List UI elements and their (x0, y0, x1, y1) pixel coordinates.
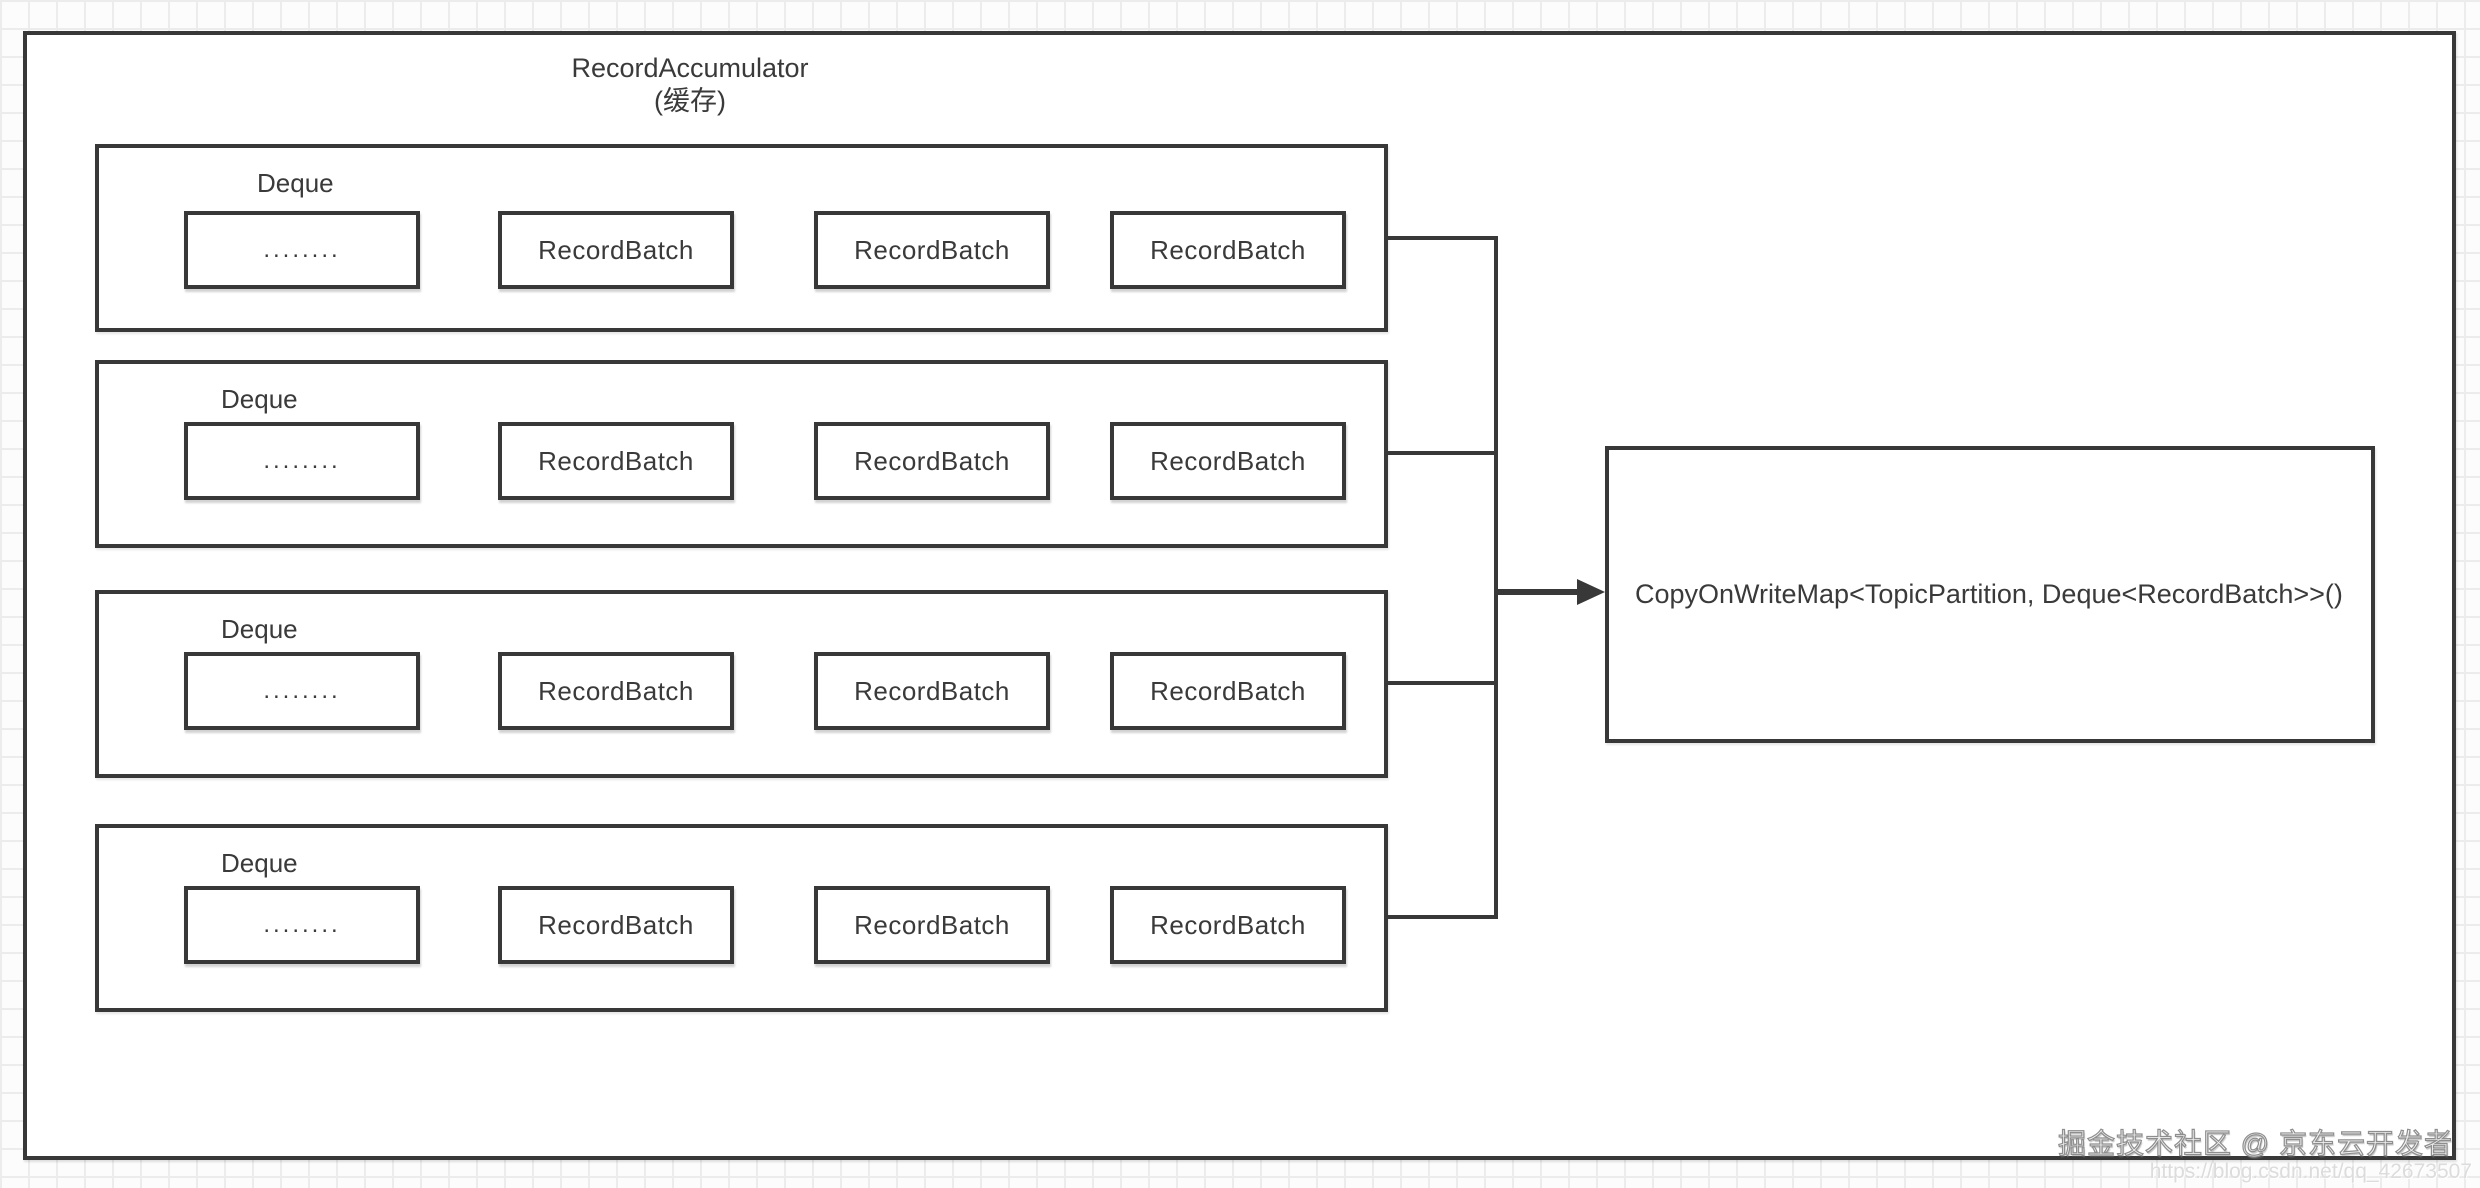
watermark-url: https://blog.csdn.net/qq_42673507 (2149, 1160, 2472, 1183)
deque-box-3: Deque ........ RecordBatch RecordBatch R… (95, 590, 1388, 778)
record-batch-box: RecordBatch (814, 422, 1050, 500)
record-batch-box: RecordBatch (814, 211, 1050, 289)
record-batch-box: RecordBatch (498, 211, 734, 289)
record-batch-box: RecordBatch (498, 652, 734, 730)
copy-on-write-map-text: CopyOnWriteMap<TopicPartition, Deque<Rec… (1635, 579, 2343, 609)
connector-deque1-to-bus (1386, 236, 1497, 240)
deque-placeholder-box: ........ (184, 652, 420, 730)
deque-box-4: Deque ........ RecordBatch RecordBatch R… (95, 824, 1388, 1012)
deque-placeholder-box: ........ (184, 211, 420, 289)
arrow-right-icon (1577, 579, 1605, 605)
record-batch-box: RecordBatch (1110, 211, 1346, 289)
connector-deque4-to-bus (1386, 915, 1497, 919)
deque-box-2: Deque ........ RecordBatch RecordBatch R… (95, 360, 1388, 548)
connector-deque3-to-bus (1386, 681, 1497, 685)
diagram-title-line1: RecordAccumulator (571, 53, 809, 83)
deque-placeholder-box: ........ (184, 422, 420, 500)
record-batch-box: RecordBatch (1110, 652, 1346, 730)
record-batch-box: RecordBatch (814, 652, 1050, 730)
deque-label: Deque (221, 614, 298, 644)
copy-on-write-map-box: CopyOnWriteMap<TopicPartition, Deque<Rec… (1605, 446, 2375, 743)
watermark-community: 掘金技术社区 @ 京东云开发者 (2057, 1127, 2453, 1159)
arrow-shaft (1494, 589, 1579, 595)
diagram-title-line2: (缓存) (654, 86, 726, 116)
record-batch-box: RecordBatch (498, 886, 734, 964)
deque-label: Deque (221, 848, 298, 878)
connector-deque2-to-bus (1386, 451, 1497, 455)
connector-vertical-bus (1494, 236, 1498, 919)
deque-box-1: Deque ........ RecordBatch RecordBatch R… (95, 144, 1388, 332)
record-batch-box: RecordBatch (814, 886, 1050, 964)
record-batch-box: RecordBatch (1110, 886, 1346, 964)
diagram-title: RecordAccumulator (缓存) (430, 52, 950, 118)
deque-label: Deque (221, 384, 298, 414)
record-batch-box: RecordBatch (1110, 422, 1346, 500)
deque-placeholder-box: ........ (184, 886, 420, 964)
deque-label: Deque (257, 168, 334, 198)
record-batch-box: RecordBatch (498, 422, 734, 500)
